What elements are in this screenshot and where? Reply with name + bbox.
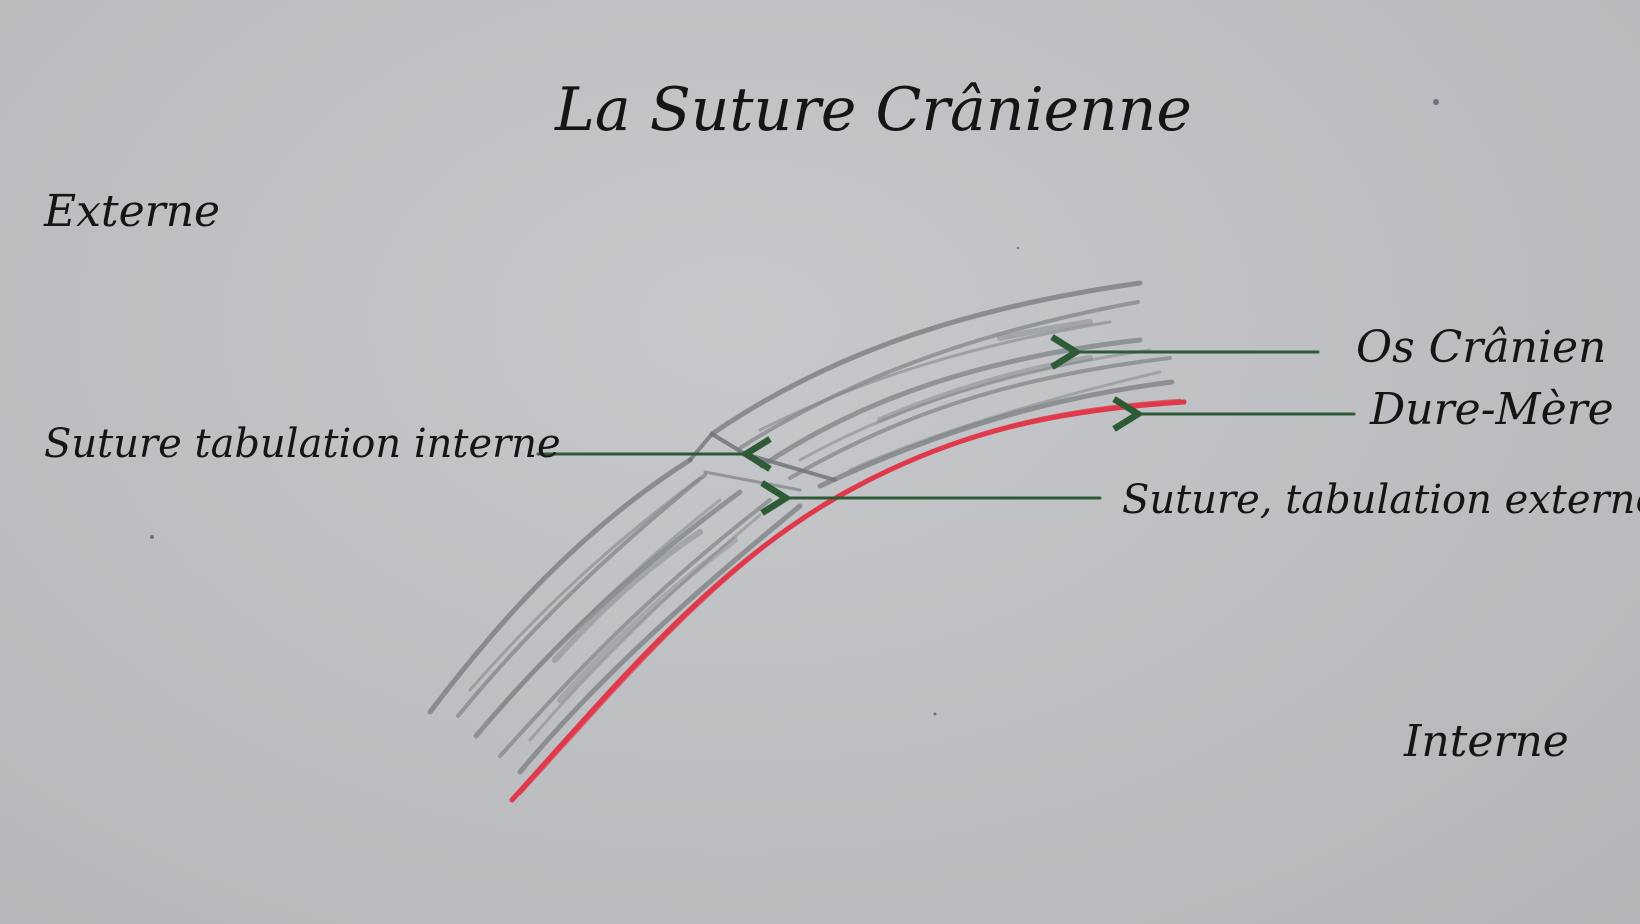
bone-segment-left xyxy=(427,457,803,775)
paper-specks xyxy=(150,99,1439,716)
bone-segment-right xyxy=(709,280,1175,489)
dura-mater-label: Dure-Mère xyxy=(1370,384,1614,435)
dura-mater-line xyxy=(509,398,1187,803)
arrows xyxy=(536,352,1356,498)
outer-side-label: Externe xyxy=(44,186,221,237)
cranial-bone-label: Os Crânien xyxy=(1356,322,1607,373)
diagram-title: La Suture Crânienne xyxy=(555,75,1192,145)
inner-side-label: Interne xyxy=(1404,716,1569,767)
external-table-suture-label: Suture, tabulation externe xyxy=(1122,477,1640,523)
suture-joint xyxy=(688,432,837,492)
internal-table-suture-label: Suture tabulation interne xyxy=(44,421,561,467)
